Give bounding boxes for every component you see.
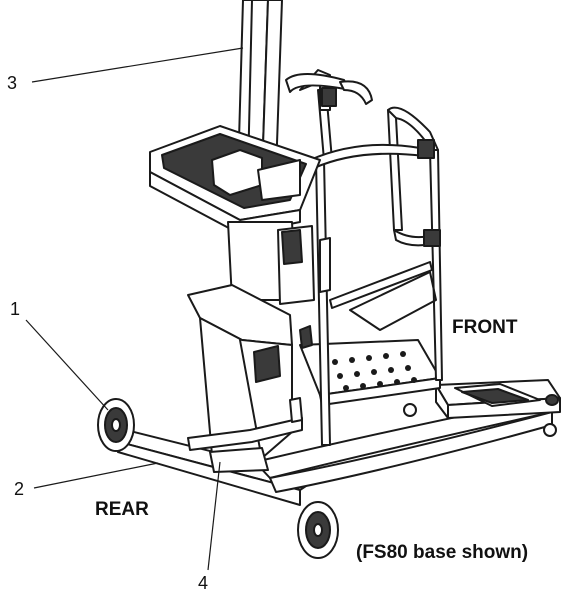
leader-line-1 [25,319,109,411]
callout-2: 2 [14,479,25,499]
tray [149,125,321,235]
battery-box [187,284,313,461]
lower-carriage [187,397,303,473]
front-label: FRONT [452,317,518,338]
leader-lines [25,47,244,571]
platform-holes [332,351,417,391]
footplate [454,383,541,407]
leader-line-2 [33,462,159,489]
base-note: (FS80 base shown) [356,542,529,563]
leader-line-4 [207,461,221,571]
callout-4: 4 [198,573,209,593]
grab-bar [309,87,441,247]
front-castor [403,394,559,437]
rear-label: REAR [95,499,149,520]
leader-line-3 [31,47,244,83]
rear-wheel-left [97,398,135,452]
rear-wheel-right [297,501,339,559]
actuator-housing [227,221,331,305]
side-frame [285,69,443,446]
base-frame [111,379,561,506]
callout-3: 3 [7,73,18,93]
callout-1: 1 [10,299,21,319]
